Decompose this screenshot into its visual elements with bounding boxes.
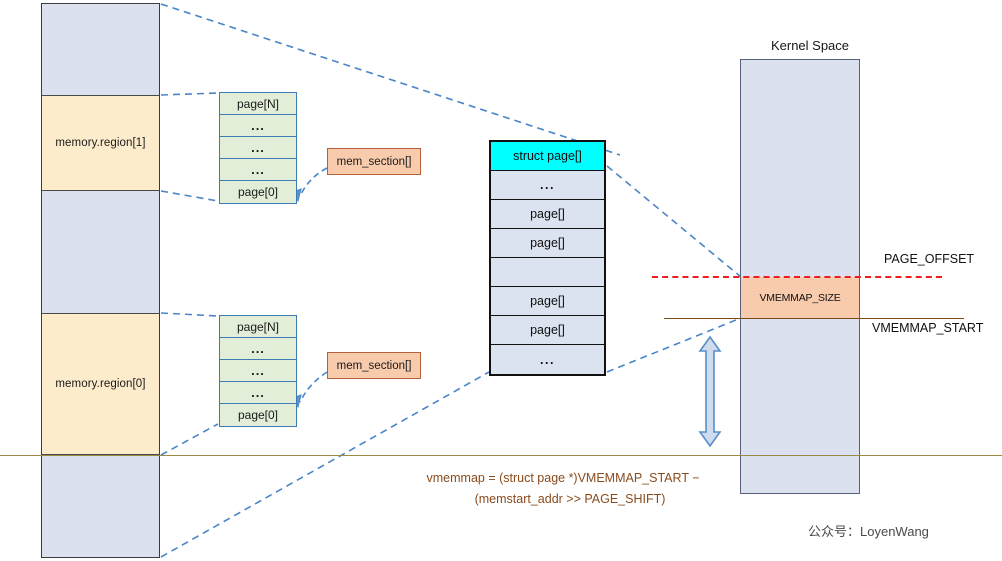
arrow-memsection1-to-page0 (299, 167, 328, 197)
page-array-region1: page[N] ... ... ... page[0] (219, 92, 297, 204)
memory-region-0: memory.region[0] (41, 313, 160, 455)
page-array-region0: page[N] ... ... ... page[0] (219, 315, 297, 427)
vmemmap-offset-double-arrow (698, 335, 722, 448)
vmemmap-size-box: VMEMMAP_SIZE (740, 277, 860, 318)
page-array-cell: page[0] (220, 404, 296, 426)
vmemmap-formula: vmemmap = (struct page *)VMEMMAP_START −… (398, 468, 728, 510)
struct-page-row: page[] (491, 200, 604, 229)
watermark: 公众号：LoyenWang (808, 524, 929, 539)
page-array-cell: ... (220, 137, 296, 159)
connector-region0-bottom (160, 423, 219, 456)
struct-page-array: struct page[] ... page[] page[] page[] p… (489, 140, 606, 376)
page-array-cell: page[N] (220, 316, 296, 338)
memory-region-1: memory.region[1] (41, 95, 160, 191)
connector-structpage-bottom-to-vmemmap (606, 317, 742, 373)
mem-section-box-0: mem_section[] (327, 352, 421, 379)
connector-bottom-memory-to-structpage (160, 371, 490, 558)
page-array-cell: page[0] (220, 181, 296, 203)
kernel-space-title: Kernel Space (770, 38, 850, 53)
page-array-cell: ... (220, 115, 296, 137)
memstart-baseline (0, 455, 1002, 456)
vmemmap-formula-line1: vmemmap = (struct page *)VMEMMAP_START − (426, 471, 700, 485)
vmemmap-start-line (664, 318, 964, 319)
vmemmap-start-label: VMEMMAP_START (872, 321, 984, 335)
arrow-memsection0-to-page0 (299, 371, 328, 403)
page-array-cell: ... (220, 382, 296, 404)
connector-region1-top (160, 92, 219, 96)
page-array-cell: ... (220, 338, 296, 360)
physical-memory-column (41, 3, 160, 558)
vmemmap-formula-line2: (memstart_addr >> PAGE_SHIFT) (474, 492, 666, 506)
struct-page-row-empty (491, 258, 604, 287)
connector-region1-bottom (160, 190, 219, 202)
memory-region-1-label: memory.region[1] (55, 137, 146, 149)
page-offset-line (652, 276, 942, 278)
struct-page-row: ... (491, 171, 604, 200)
page-array-cell: ... (220, 360, 296, 382)
struct-page-row: page[] (491, 316, 604, 345)
memory-region-0-label: memory.region[0] (55, 378, 146, 390)
connector-region0-top (160, 312, 219, 317)
page-array-cell: ... (220, 159, 296, 181)
struct-page-header: struct page[] (491, 142, 604, 171)
page-array-cell: page[N] (220, 93, 296, 115)
mem-section-box-1: mem_section[] (327, 148, 421, 175)
struct-page-row: ... (491, 345, 604, 374)
struct-page-row: page[] (491, 287, 604, 316)
page-offset-label: PAGE_OFFSET (884, 252, 975, 266)
struct-page-row: page[] (491, 229, 604, 258)
connector-structpage-top-to-vmemmap (606, 165, 742, 278)
